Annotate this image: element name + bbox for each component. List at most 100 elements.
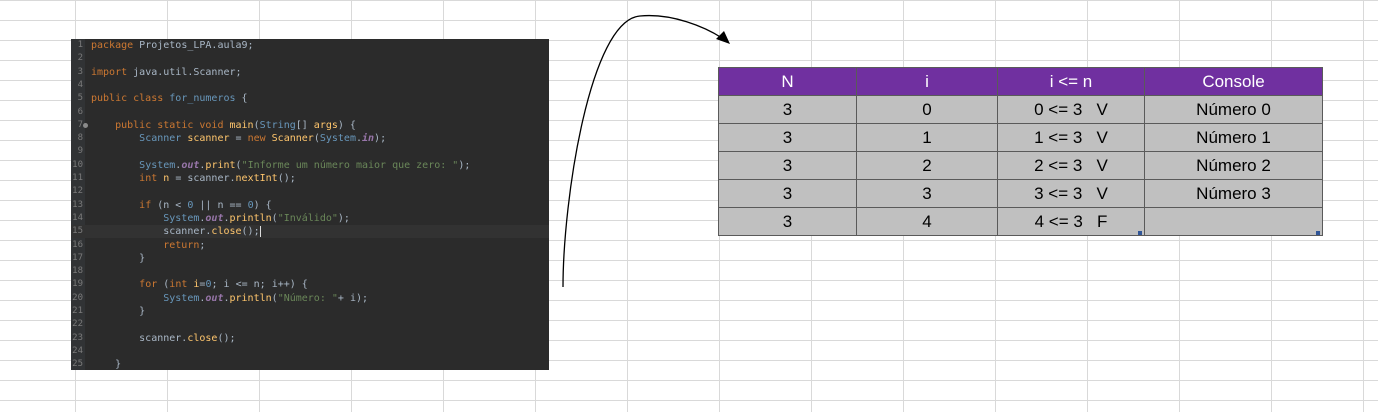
code-token: (); [217, 332, 236, 344]
line-number: 5 [77, 93, 83, 104]
code-token: (); [241, 226, 260, 238]
line-number: 22 [72, 319, 83, 330]
code-token: ( [235, 159, 242, 171]
line-number: 13 [72, 199, 83, 210]
code-token: "Número: " [277, 292, 338, 304]
cell-condition[interactable]: 0 <= 3 V [997, 95, 1145, 124]
cell-n[interactable]: 3 [718, 151, 857, 180]
code-text: public static void main(String[] args) { [91, 119, 356, 132]
code-text: } [91, 252, 145, 265]
code-token: ) { [337, 119, 356, 131]
code-token: println [229, 212, 272, 224]
table-row: 3 4 4 <= 3 F [718, 207, 1323, 236]
override-marker-icon [83, 122, 88, 128]
cell-console[interactable]: Número 3 [1144, 179, 1323, 208]
code-text: return; [91, 239, 205, 252]
line-number: 1 [77, 40, 83, 50]
code-token: (); [277, 173, 296, 184]
code-line: 7 public static void main(String[] args)… [71, 119, 549, 132]
code-token: = [199, 279, 206, 291]
table-row: 3 0 0 <= 3 V Número 0 [718, 95, 1323, 124]
cell-console[interactable]: Número 2 [1144, 151, 1323, 180]
code-token: out [205, 212, 224, 224]
code-text: scanner.close(); [91, 225, 261, 238]
cell-i[interactable]: 4 [856, 207, 998, 236]
code-token: n [163, 173, 176, 184]
code-token: "Informe um número maior que zero: " [241, 159, 459, 171]
line-number: 18 [72, 266, 83, 277]
line-number-gutter [71, 39, 85, 370]
code-token: println [229, 292, 272, 304]
code-line: 9 [71, 145, 549, 158]
cell-console[interactable]: Número 0 [1144, 95, 1323, 124]
code-text: package Projetos_LPA.aula9; [91, 39, 254, 52]
code-token: 0 [187, 199, 194, 211]
cell-condition[interactable]: 1 <= 3 V [997, 123, 1145, 152]
code-token: int [169, 279, 194, 291]
cell-n[interactable]: 3 [718, 123, 857, 152]
cell-i[interactable]: 0 [856, 95, 998, 124]
code-text: scanner.close(); [91, 332, 236, 345]
arrow-head [716, 31, 730, 44]
code-line: 4 [71, 79, 549, 92]
code-token: scanner. [91, 226, 212, 238]
code-token: out [205, 292, 224, 304]
cell-console[interactable] [1144, 207, 1323, 236]
cell-n[interactable]: 3 [718, 179, 857, 208]
table-row: 3 1 1 <= 3 V Número 1 [718, 123, 1323, 152]
code-token: scanner. [91, 332, 188, 344]
line-number: 10 [72, 159, 83, 170]
code-token: ( [271, 212, 278, 224]
code-token: return [163, 239, 200, 251]
line-number: 19 [72, 279, 83, 290]
cell-i[interactable]: 1 [856, 123, 998, 152]
code-line: 16 return; [71, 239, 549, 252]
code-line: 13 if (n < 0 || n == 0) { [71, 199, 549, 212]
code-token: } [91, 359, 122, 370]
code-token: ( [313, 133, 320, 145]
cell-i[interactable]: 2 [856, 151, 998, 180]
header-n[interactable]: N [718, 67, 857, 96]
code-line: 24 [71, 345, 549, 358]
header-i[interactable]: i [856, 67, 998, 96]
code-token: if [139, 199, 158, 211]
cell-n[interactable]: 3 [718, 207, 857, 236]
code-token: 0 [205, 279, 212, 291]
code-token: ; i <= n; i++) { [211, 279, 308, 291]
code-token: args [313, 119, 338, 131]
cell-i[interactable]: 3 [856, 179, 998, 208]
code-token: . [199, 159, 206, 171]
code-token: nextInt [235, 173, 278, 184]
cell-n[interactable]: 3 [718, 95, 857, 124]
line-number: 16 [72, 239, 83, 250]
code-token: . [199, 292, 206, 304]
code-line: 1 package Projetos_LPA.aula9; [71, 39, 549, 52]
code-text: for (int i=0; i <= n; i++) { [91, 278, 308, 291]
code-line: 18 [71, 265, 549, 278]
header-console[interactable]: Console [1144, 67, 1323, 96]
table-header-row: N i i <= n Console [718, 67, 1323, 96]
code-token: System [319, 133, 356, 145]
code-token: . [223, 212, 230, 224]
code-token: package [91, 40, 140, 51]
header-condition[interactable]: i <= n [997, 67, 1145, 96]
code-token: close [211, 226, 242, 238]
code-token: java.util.Scanner; [133, 66, 242, 78]
code-token: for [139, 279, 164, 291]
cell-condition[interactable]: 4 <= 3 F [997, 207, 1145, 236]
cell-condition[interactable]: 2 <= 3 V [997, 151, 1145, 180]
cell-condition[interactable]: 3 <= 3 V [997, 179, 1145, 208]
line-number: 6 [77, 106, 83, 117]
code-text: Scanner scanner = new Scanner(System.in)… [91, 132, 386, 145]
code-line: 12 [71, 185, 549, 198]
code-token: import [91, 66, 134, 78]
code-token: ); [374, 133, 387, 145]
code-token: } [91, 306, 146, 317]
code-token: (n < [157, 199, 188, 211]
cell-console[interactable]: Número 1 [1144, 123, 1323, 152]
code-token: . [175, 159, 182, 171]
code-token: ; [199, 239, 206, 251]
code-token: Projetos_LPA.aula9; [139, 40, 254, 51]
